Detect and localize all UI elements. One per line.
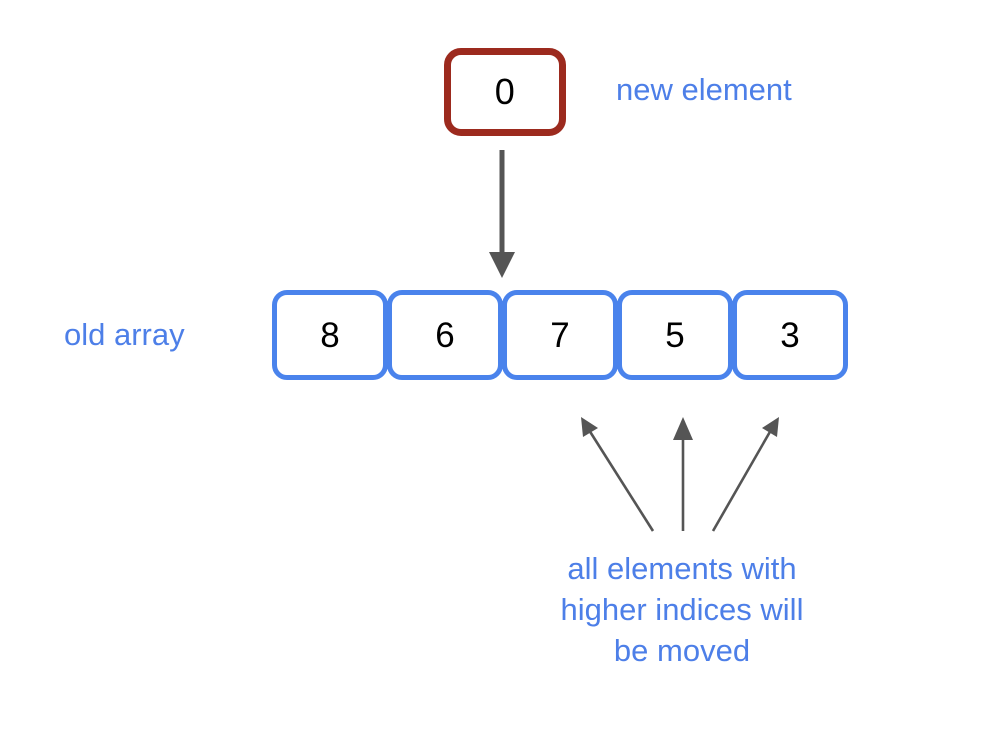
new-element-label: new element	[616, 72, 792, 107]
old-array-row: 8 6 7 5 3	[272, 290, 848, 380]
array-cell-value: 6	[435, 315, 455, 355]
shift-caption-line: be moved	[613, 633, 751, 668]
array-cell-value: 8	[320, 315, 340, 355]
array-cell: 6	[387, 290, 503, 380]
array-cell: 7	[502, 290, 618, 380]
array-cell: 8	[272, 290, 388, 380]
array-cell: 5	[617, 290, 733, 380]
array-cell-value: 7	[550, 315, 570, 355]
array-cell: 3	[732, 290, 848, 380]
array-cell-value: 3	[780, 315, 800, 355]
new-element-box: 0	[444, 48, 566, 136]
shift-arrow-index-2	[581, 417, 655, 532]
old-array-label: old array	[64, 317, 185, 352]
new-element-value: 0	[494, 71, 516, 112]
shift-caption-line: higher indices will	[560, 592, 804, 627]
shift-caption-line: all elements with	[567, 551, 797, 586]
insertion-point-arrow	[489, 150, 515, 278]
shift-arrow-index-3	[673, 417, 693, 531]
shift-caption: all elements with higher indices will be…	[497, 548, 867, 671]
shift-arrow-index-4	[711, 417, 779, 532]
array-cell-value: 5	[665, 315, 685, 355]
